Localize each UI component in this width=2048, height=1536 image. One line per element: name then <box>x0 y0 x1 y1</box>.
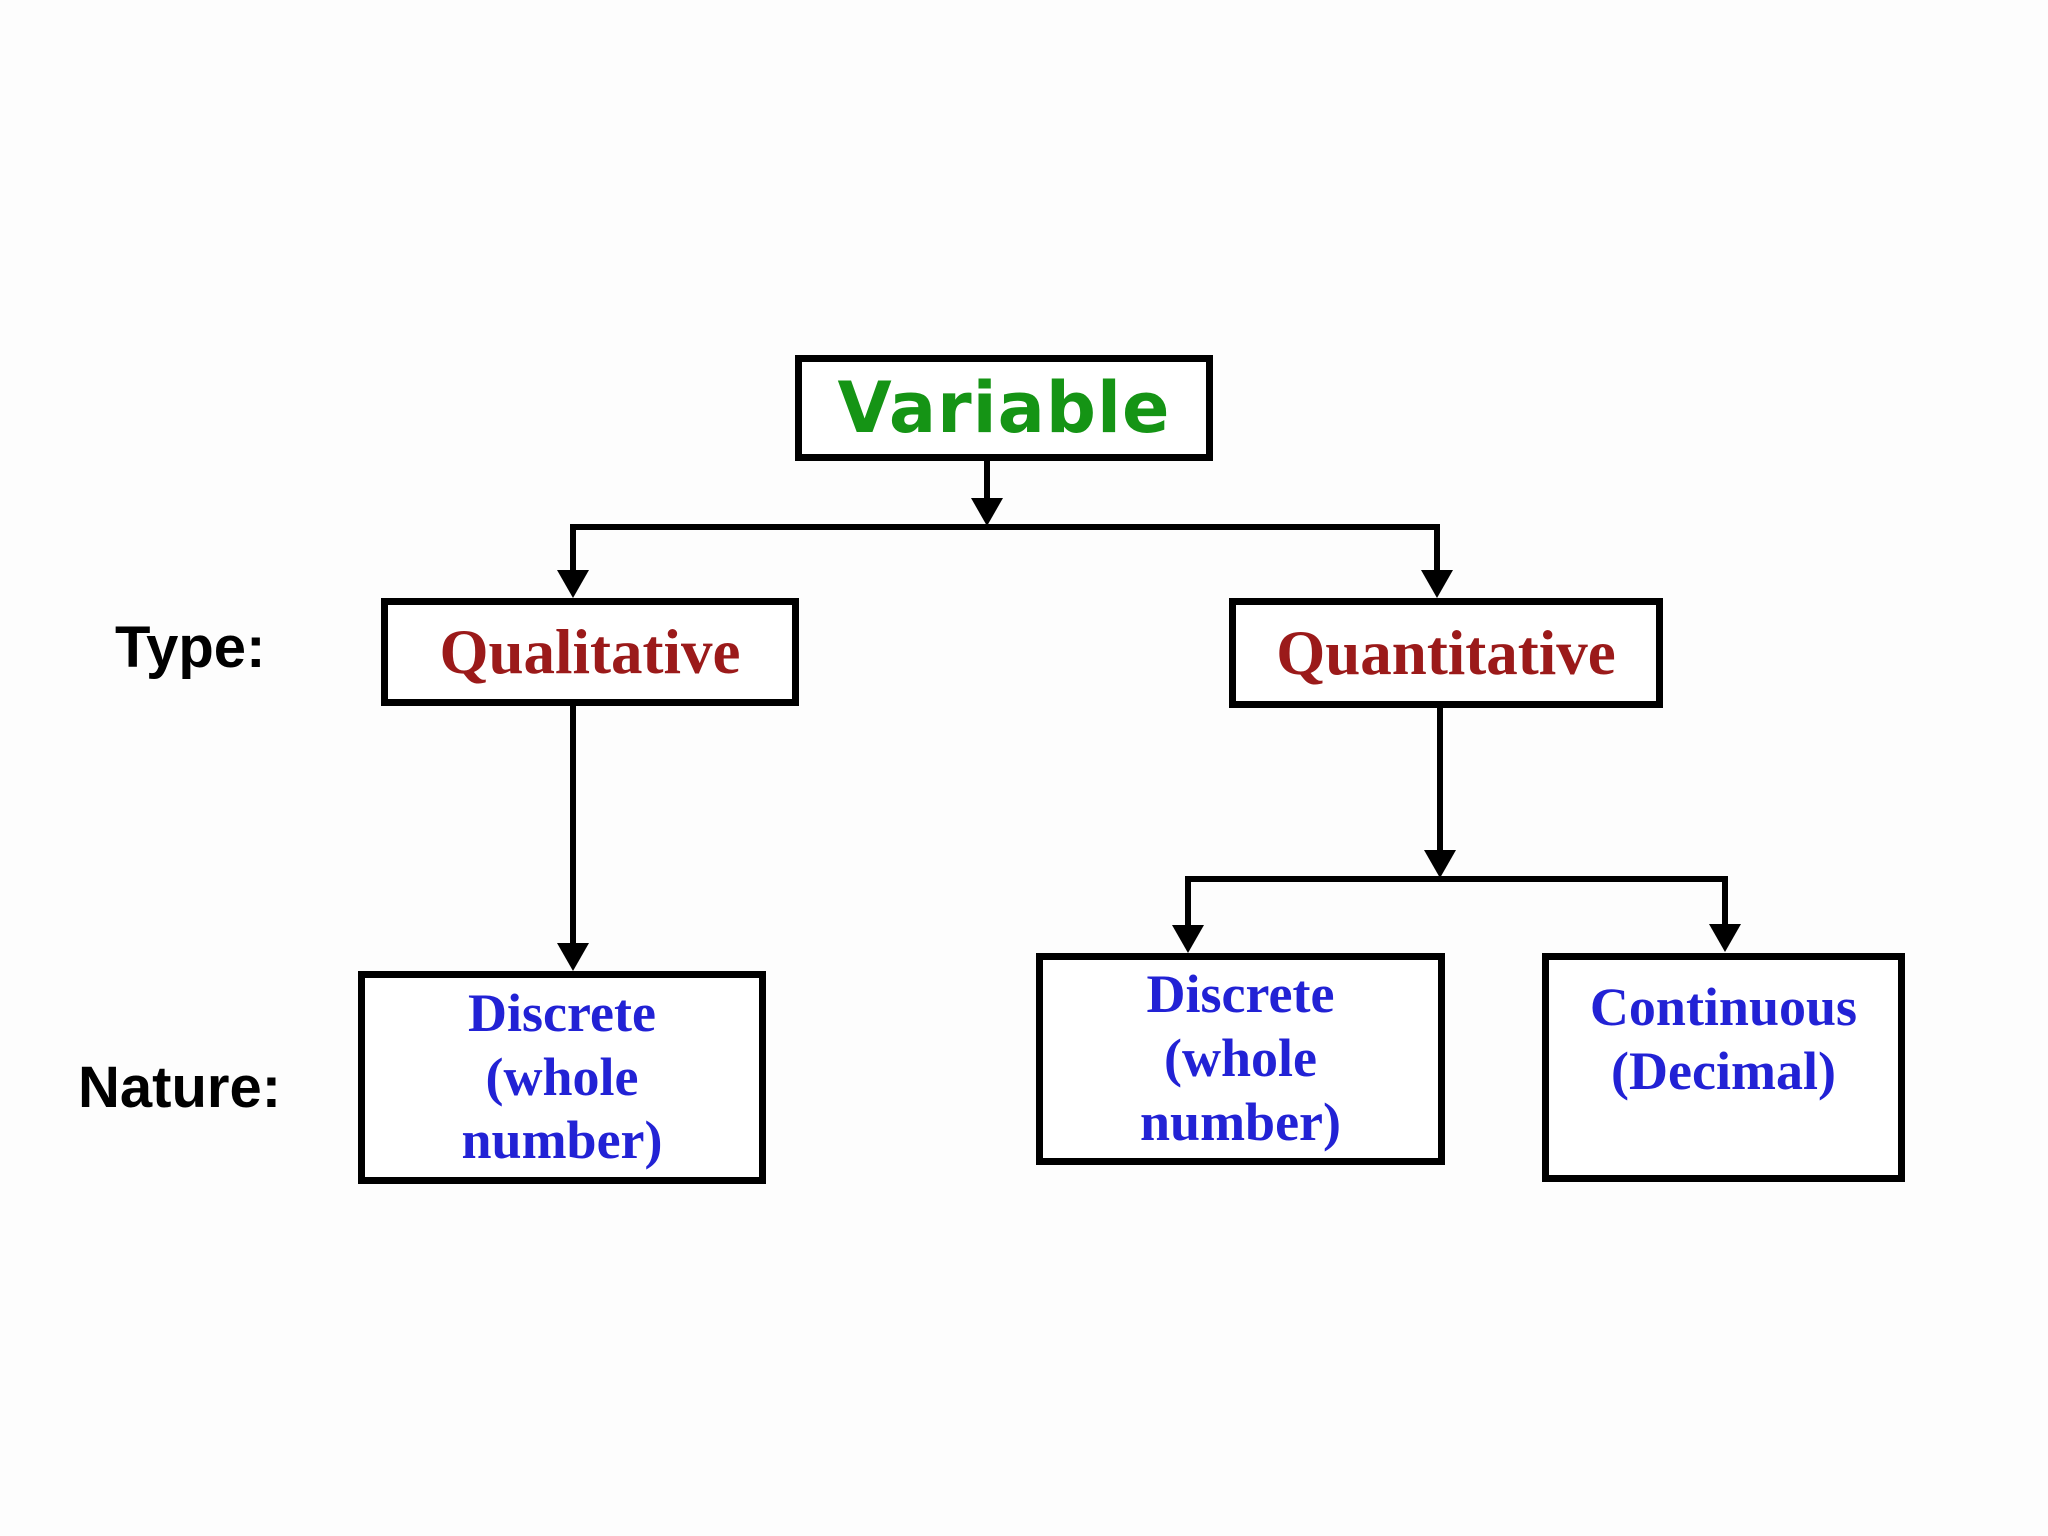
qualitative-discrete-node: Discrete (whole number) <box>358 971 766 1184</box>
quantitative-discrete-node-label: Discrete (whole number) <box>1140 964 1341 1152</box>
quantitative-discrete-node: Discrete (whole number) <box>1036 953 1445 1165</box>
nature-row-label: Nature: <box>78 1055 282 1120</box>
connector-quantitative-stem-line <box>1437 704 1443 852</box>
qualitative-node: Qualitative <box>381 598 799 706</box>
connector-nature-branch-line <box>1185 876 1728 882</box>
arrowhead-down-icon <box>557 943 589 971</box>
arrowhead-down-icon <box>1424 850 1456 878</box>
connector-qualitative-drop-line <box>570 524 576 574</box>
connector-qualitative-to-discrete-line <box>570 702 576 945</box>
qualitative-node-label: Qualitative <box>439 616 741 687</box>
quantitative-node-label: Quantitative <box>1276 617 1616 688</box>
arrowhead-down-icon <box>971 498 1003 526</box>
qualitative-discrete-node-label: Discrete (whole number) <box>461 982 663 1171</box>
connector-variable-stem-line <box>984 460 990 502</box>
quantitative-continuous-node: Continuous (Decimal) <box>1542 953 1905 1182</box>
connector-quant-discrete-drop-line <box>1185 876 1191 927</box>
connector-type-branch-line <box>570 524 1440 530</box>
variable-node: Variable <box>795 355 1213 461</box>
quantitative-continuous-node-label: Continuous (Decimal) <box>1589 977 1858 1101</box>
arrowhead-down-icon <box>1421 570 1453 598</box>
arrowhead-down-icon <box>557 570 589 598</box>
connector-continuous-drop-line <box>1722 876 1728 926</box>
arrowhead-down-icon <box>1172 925 1204 953</box>
connector-quantitative-drop-line <box>1434 524 1440 574</box>
type-row-label: Type: <box>115 615 266 680</box>
quantitative-node: Quantitative <box>1229 598 1663 708</box>
arrowhead-down-icon <box>1709 924 1741 952</box>
variable-node-label: Variable <box>837 367 1171 449</box>
